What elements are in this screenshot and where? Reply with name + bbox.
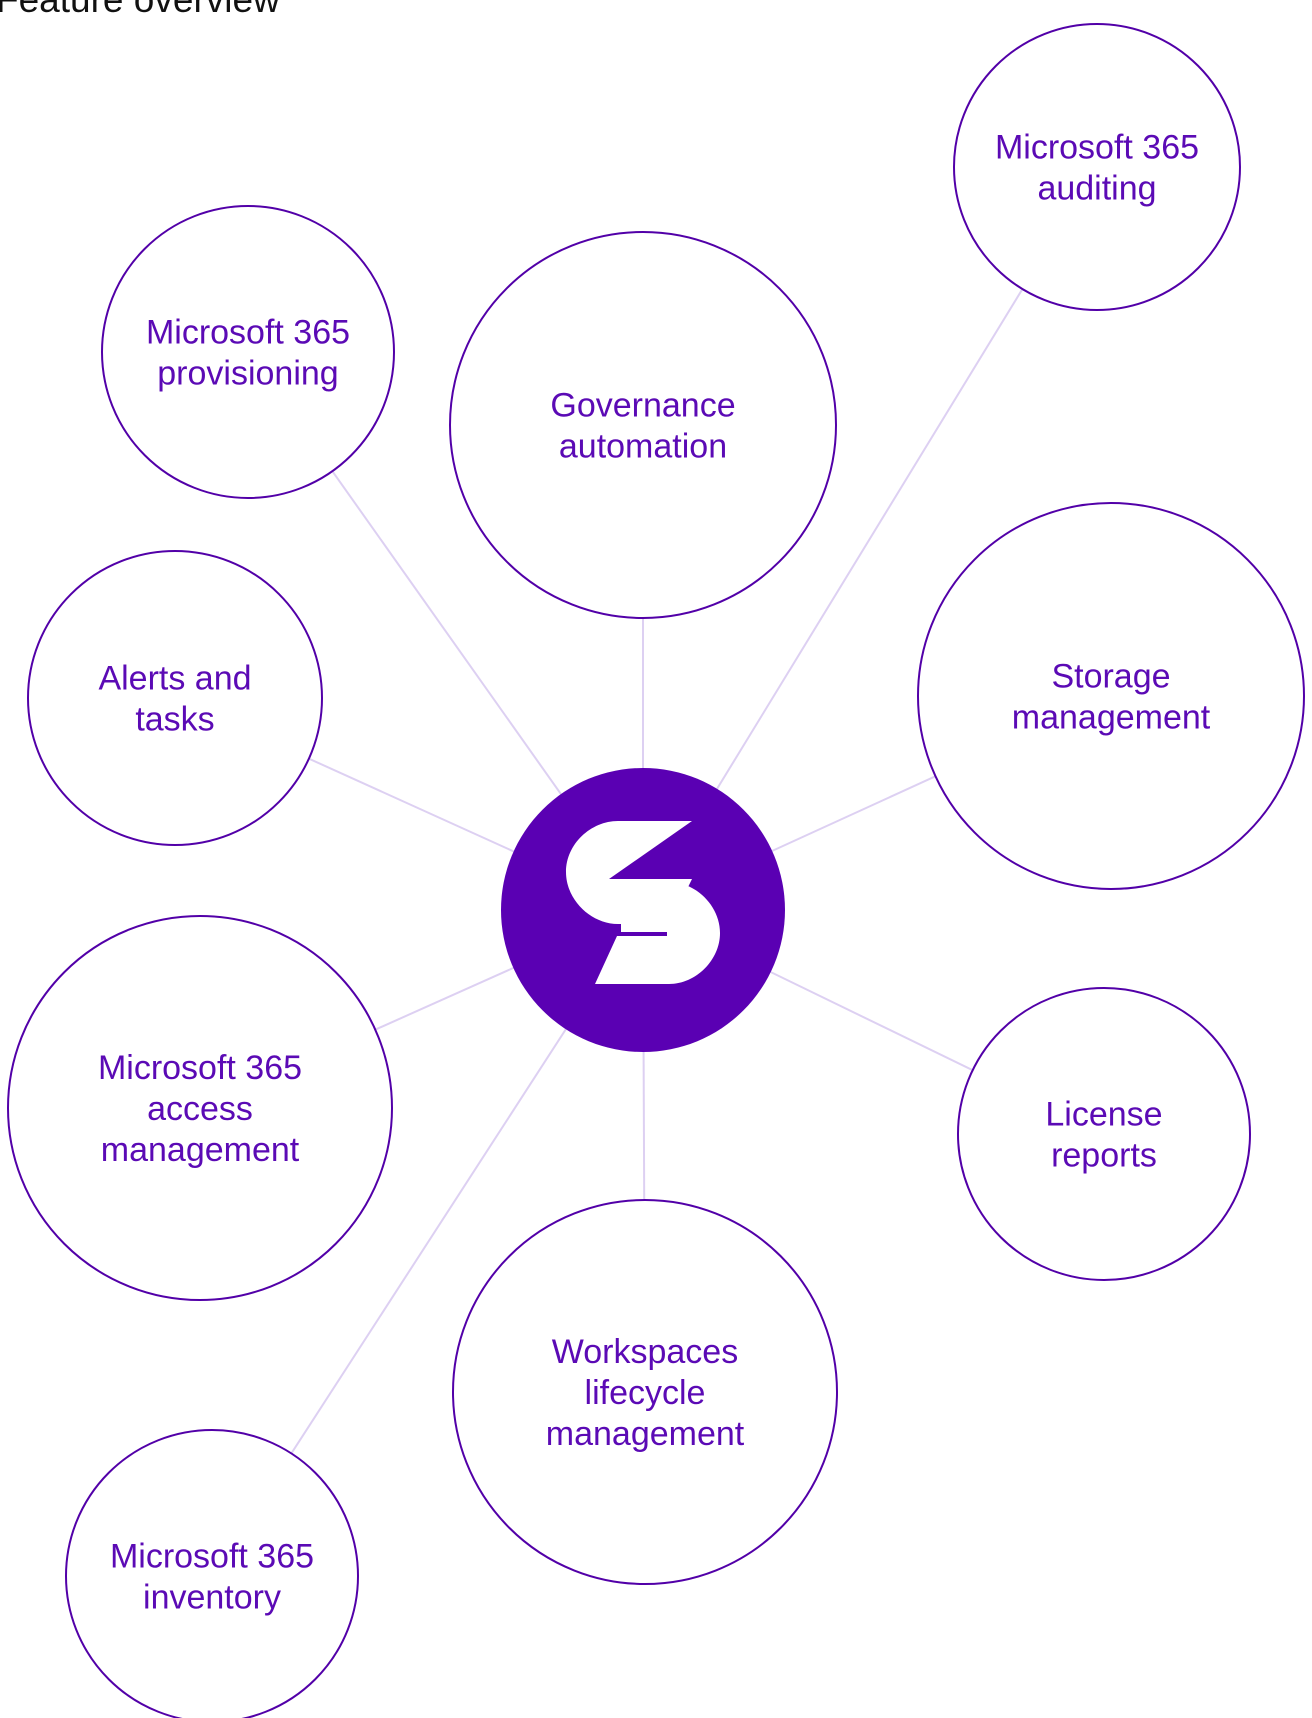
feature-label-line: Microsoft 365	[146, 314, 350, 352]
feature-label-line: Workspaces	[552, 1333, 738, 1371]
feature-label-line: automation	[559, 428, 727, 466]
feature-node-circle	[917, 502, 1305, 890]
page-title: Feature overview	[0, 0, 280, 22]
feature-node-circle	[449, 231, 837, 619]
feature-label-line: reports	[1051, 1137, 1157, 1175]
feature-label-line: Storage	[1051, 658, 1170, 696]
feature-node-circle	[957, 987, 1251, 1281]
feature-label-line: Microsoft 365	[995, 129, 1199, 167]
feature-label-line: Microsoft 365	[98, 1049, 302, 1087]
feature-label-line: access	[147, 1090, 253, 1128]
feature-label-line: inventory	[143, 1579, 281, 1617]
feature-node-circle	[101, 205, 395, 499]
feature-label-line: Microsoft 365	[110, 1538, 314, 1576]
feature-node-circle	[7, 915, 393, 1301]
feature-label-line: management	[1012, 699, 1211, 737]
central-hub	[501, 768, 785, 1052]
feature-label-line: Alerts and	[98, 660, 251, 698]
feature-label-line: Governance	[550, 387, 735, 425]
connector-m365-auditing	[642, 166, 1098, 911]
feature-label-line: License	[1045, 1096, 1162, 1134]
feature-label-line: auditing	[1037, 170, 1156, 208]
feature-label-line: tasks	[135, 701, 214, 739]
feature-node-circle	[27, 550, 323, 846]
brand-logo-icon	[566, 821, 720, 984]
feature-node-circle	[953, 23, 1241, 311]
feature-label-line: management	[546, 1415, 745, 1453]
feature-label-line: lifecycle	[585, 1374, 706, 1412]
feature-node-circle	[452, 1199, 838, 1585]
feature-node-circle	[65, 1429, 359, 1718]
feature-label-line: provisioning	[157, 355, 338, 393]
feature-label-line: management	[101, 1131, 300, 1169]
